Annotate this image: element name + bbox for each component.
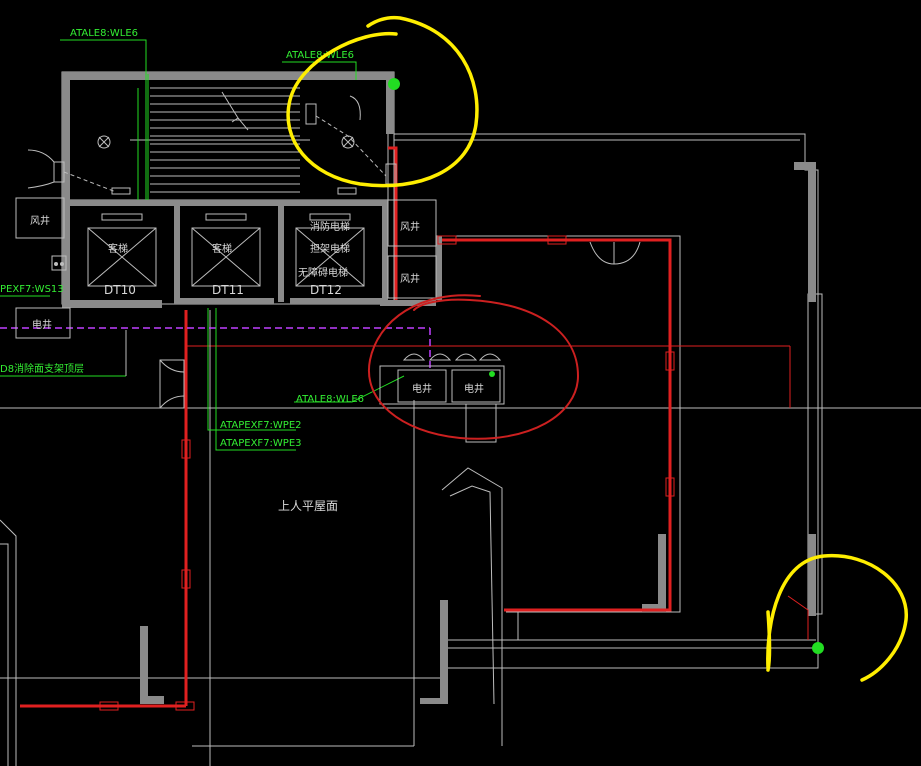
walls <box>62 72 816 704</box>
room-label-elec-shaft-mid-2[interactable]: 电井 <box>464 382 484 395</box>
labels: ATALE8:WLE6 ATALE8:WLE6 ATALE8:WLE6 PEXF… <box>0 28 484 513</box>
elevator-3-name-line-2[interactable]: 担架电梯 <box>310 242 350 255</box>
circuit-label-ws13[interactable]: PEXF7:WS13 <box>0 284 64 295</box>
elevator-1-code[interactable]: DT10 <box>104 283 136 297</box>
circuit-label-wle6-top-right[interactable]: ATALE8:WLE6 <box>286 50 354 61</box>
yellow-markup-bottom-right[interactable] <box>766 553 908 682</box>
elevator-2-code[interactable]: DT11 <box>212 283 244 297</box>
room-label-wind-shaft-right-1[interactable]: 风井 <box>400 220 420 233</box>
elevator-1-name[interactable]: 客梯 <box>108 242 128 255</box>
devices <box>27 78 824 654</box>
room-label-wind-shaft-right-2[interactable]: 风井 <box>400 272 420 285</box>
room-label-elec-shaft-mid-1[interactable]: 电井 <box>412 382 432 395</box>
elevator-3-name-line-3[interactable]: 无障碍电梯 <box>298 266 348 279</box>
shaft-boxes <box>15 197 505 443</box>
circuit-label-wpe2[interactable]: ATAPEXF7:WPE2 <box>220 420 302 431</box>
elevator-3-code[interactable]: DT12 <box>310 283 342 297</box>
cable-tray-joints <box>99 235 809 711</box>
room-label-wind-shaft-left[interactable]: 风井 <box>30 214 50 227</box>
roof-area-label[interactable]: 上人平屋面 <box>278 499 338 513</box>
circuit-label-left-cutoff[interactable]: D8消除面支架顶层 <box>0 362 84 375</box>
circuit-label-wpe3[interactable]: ATAPEXF7:WPE3 <box>220 438 302 449</box>
elevator-2-name[interactable]: 客梯 <box>212 242 232 255</box>
room-label-elec-shaft-left[interactable]: 电井 <box>32 318 52 331</box>
circuit-label-wle6-top-left[interactable]: ATALE8:WLE6 <box>70 28 138 39</box>
elevator-3-name-line-1[interactable]: 消防电梯 <box>310 220 350 233</box>
stair-treads <box>130 87 310 193</box>
review-markups <box>286 15 908 682</box>
green-device-icon <box>812 642 824 654</box>
cable-trays <box>20 146 672 708</box>
circuit-label-wle6-middle[interactable]: ATALE8:WLE6 <box>296 394 364 405</box>
light-fixture-icon <box>97 135 111 149</box>
exit-sign-icon <box>305 103 317 125</box>
red-markup-middle[interactable] <box>367 294 580 440</box>
green-wiring <box>0 39 405 451</box>
yellow-markup-top[interactable] <box>286 15 479 188</box>
green-device-icon <box>388 78 400 90</box>
